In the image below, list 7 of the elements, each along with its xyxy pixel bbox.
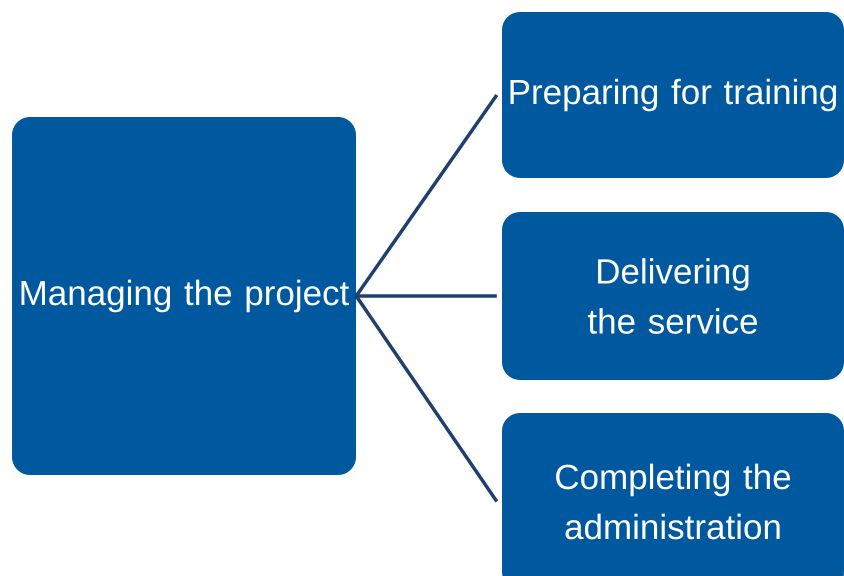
process-box: Delivering the service	[502, 212, 844, 380]
process-box: Preparing for training	[502, 12, 844, 178]
process-box: Managing the project	[12, 117, 356, 475]
connector-line	[354, 295, 498, 502]
connector-line	[354, 94, 498, 297]
connector-line	[356, 294, 497, 298]
process-box: Completing the administration	[502, 413, 844, 576]
